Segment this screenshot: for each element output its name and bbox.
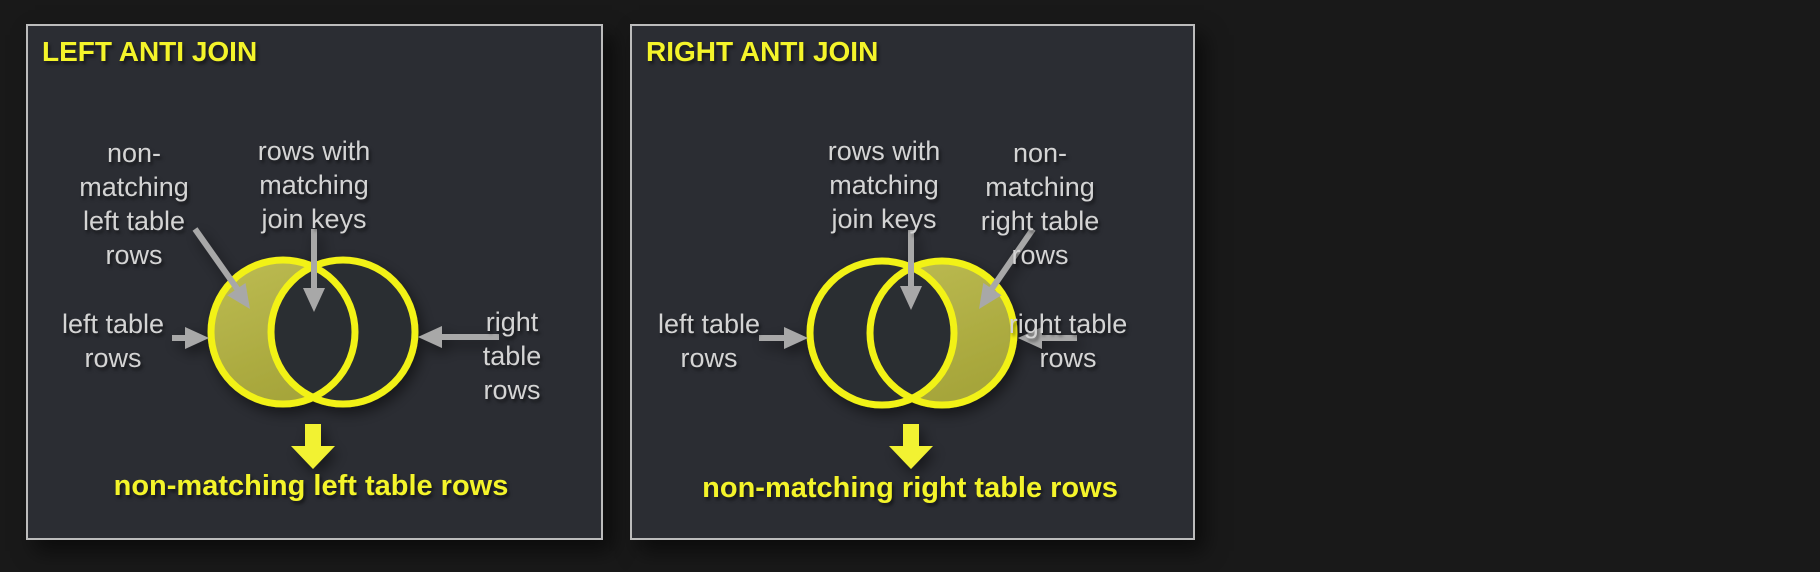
label-matching-join-keys: rows with matching join keys xyxy=(257,136,371,234)
left-table-arrow-icon xyxy=(759,327,808,349)
label-left-table-rows: left table rows xyxy=(657,309,761,373)
right-circle xyxy=(267,256,419,408)
matching-keys-arrow-icon xyxy=(900,230,922,310)
result-down-arrow-icon xyxy=(291,424,335,469)
result-down-arrow-icon xyxy=(889,424,933,469)
result-text: non-matching right table rows xyxy=(702,472,1118,504)
panel-title: LEFT ANTI JOIN xyxy=(42,36,258,67)
label-matching-join-keys: rows with matching join keys xyxy=(827,136,941,234)
label-right-table-rows: right table rows xyxy=(1008,309,1128,373)
label-left-table-rows: left table rows xyxy=(61,309,165,373)
left-circle xyxy=(806,257,958,409)
panel-right-anti-join: RIGHT ANTI JOIN rows with matching join … xyxy=(630,24,1195,540)
non-matching-arrow-icon xyxy=(192,227,250,309)
matching-keys-arrow-icon xyxy=(303,229,325,312)
venn-diagram-left-anti-join xyxy=(172,227,499,469)
label-non-matching-left-rows: non- matching left table rows xyxy=(79,138,189,270)
left-circle-mask xyxy=(810,261,954,405)
result-text: non-matching left table rows xyxy=(113,470,509,502)
label-non-matching-right-rows: non- matching right table rows xyxy=(980,138,1100,270)
label-right-table-rows: right table rows xyxy=(482,307,542,405)
non-matching-arrow-icon xyxy=(979,227,1036,309)
left-circle xyxy=(207,256,359,408)
right-table-arrow-icon xyxy=(1018,327,1077,349)
right-table-arrow-icon xyxy=(418,326,499,348)
right-circle xyxy=(866,257,1018,409)
venn-diagram-right-anti-join xyxy=(759,227,1077,469)
left-table-arrow-icon xyxy=(172,327,209,349)
panel-left-anti-join: LEFT ANTI JOIN non- matching left table … xyxy=(26,24,603,540)
panel-title: RIGHT ANTI JOIN xyxy=(646,36,879,67)
